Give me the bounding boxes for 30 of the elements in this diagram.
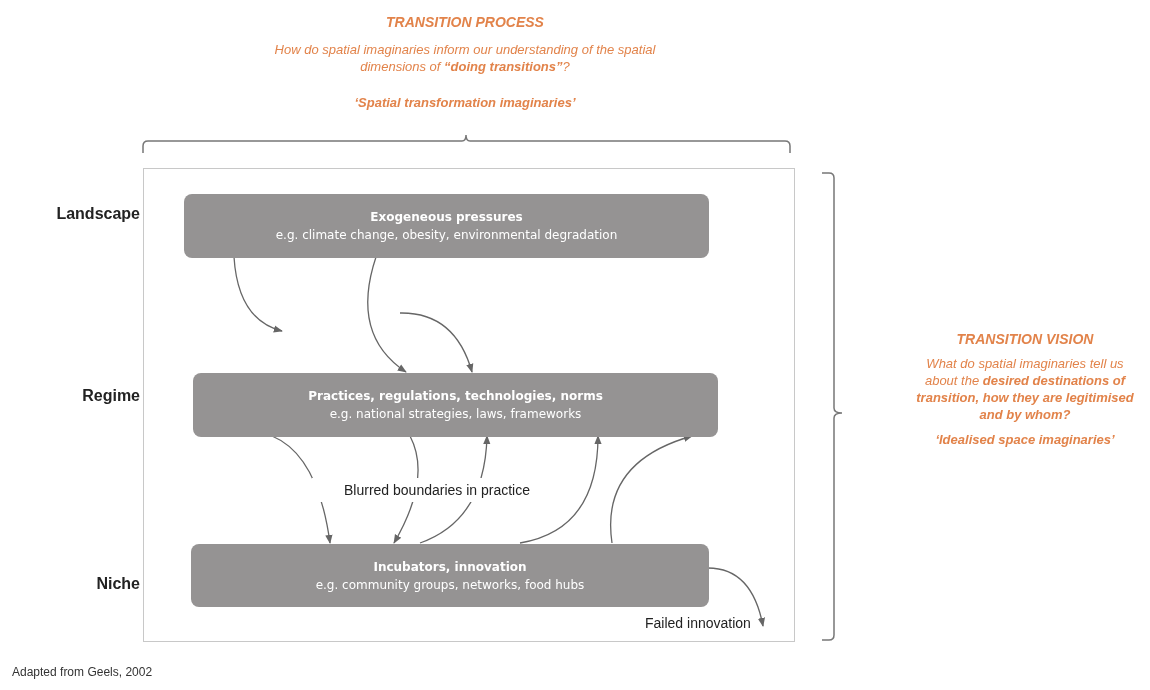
box-heading: Incubators, innovation xyxy=(373,558,527,576)
box-heading: Exogeneous pressures xyxy=(370,209,523,226)
level-label: Regime xyxy=(81,387,140,405)
arrow xyxy=(610,435,693,544)
arrow xyxy=(271,435,333,544)
arrow xyxy=(419,435,491,544)
frame-box xyxy=(143,168,795,642)
quote-text: ‘Idealised space imaginaries’ xyxy=(934,432,1116,447)
heading: TRANSITION VISION xyxy=(955,331,1095,347)
process-box xyxy=(184,194,709,258)
question-text: What do spatial imaginaries tell us about the desired destinations of transition, how they are legitimised and by whom? xyxy=(915,355,1135,423)
heading: TRANSITION PROCESS xyxy=(385,14,545,30)
arrow xyxy=(233,256,283,333)
arrow xyxy=(707,567,765,627)
box-heading: Practices, regulations, technologies, norms xyxy=(308,388,603,405)
box-text: e.g. national strategies, laws, frameworks xyxy=(329,406,582,423)
arrow xyxy=(393,435,419,544)
edge-label: Failed innovation xyxy=(645,615,751,631)
quote-text: ‘Spatial transformation imaginaries’ xyxy=(353,95,577,110)
arrow xyxy=(399,312,473,373)
level-label: Niche xyxy=(95,575,140,593)
level-label: Landscape xyxy=(55,205,140,223)
process-box xyxy=(191,544,709,607)
box-text: e.g. climate change, obesity, environmental degradation xyxy=(275,227,618,244)
caption: Adapted from Geels, 2002 xyxy=(12,665,153,679)
process-box xyxy=(193,373,718,437)
question-text: How do spatial imaginaries inform our understanding of the spatial dimensions of “doing transitions”? xyxy=(273,41,657,75)
box-text: e.g. community groups, networks, food hubs xyxy=(315,576,585,594)
arrow xyxy=(519,435,602,544)
arrow xyxy=(367,256,407,373)
